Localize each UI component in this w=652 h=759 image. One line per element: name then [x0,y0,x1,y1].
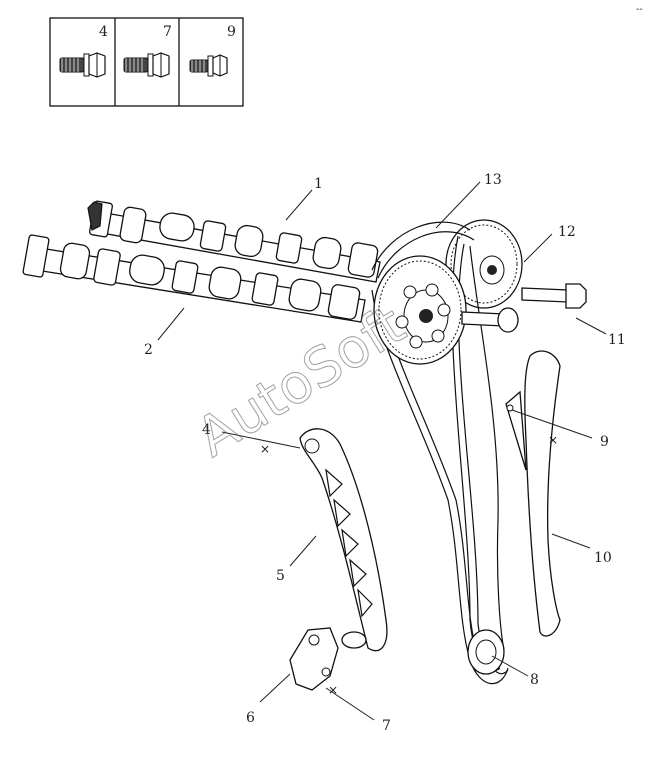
svg-text:×: × [548,433,558,447]
corner-mark: -- [636,4,643,15]
callout-13: 13 [484,172,502,188]
tensioner-rail-5 [299,428,388,652]
callout-8: 8 [530,672,539,688]
bolt-inset: 4 7 9 [49,17,244,107]
callout-5: 5 [276,568,285,584]
callout-11: 11 [608,332,626,348]
camshaft-sprocket-12 [445,219,523,309]
callout-10: 10 [594,550,612,566]
callout-4: 4 [202,422,211,438]
callout-7: 7 [382,718,391,734]
callout-2: 2 [144,342,153,358]
callout-12: 12 [558,224,576,240]
camshaft-1 [87,200,381,283]
inset-label-7: 7 [163,24,172,40]
bolt-9-icon [189,54,228,77]
chain-tensioner-6 [289,627,367,691]
inset-label-9: 9 [227,24,236,40]
callout-9: 9 [600,434,609,450]
svg-text:×: × [260,442,270,456]
callout-6: 6 [246,710,255,726]
svg-text:×: × [328,683,338,697]
camshaft-2 [22,234,366,323]
guide-rail-10 [505,350,561,637]
crankshaft-sprocket-8 [467,629,505,675]
bolt-4-icon [59,52,106,78]
leader-lines: × × × [157,181,607,721]
sprocket-bolt-11 [461,283,587,333]
bolt-7-icon [123,52,170,78]
camshaft-sprocket-front [373,255,467,365]
inset-label-4: 4 [99,24,108,40]
callout-1: 1 [314,176,323,192]
